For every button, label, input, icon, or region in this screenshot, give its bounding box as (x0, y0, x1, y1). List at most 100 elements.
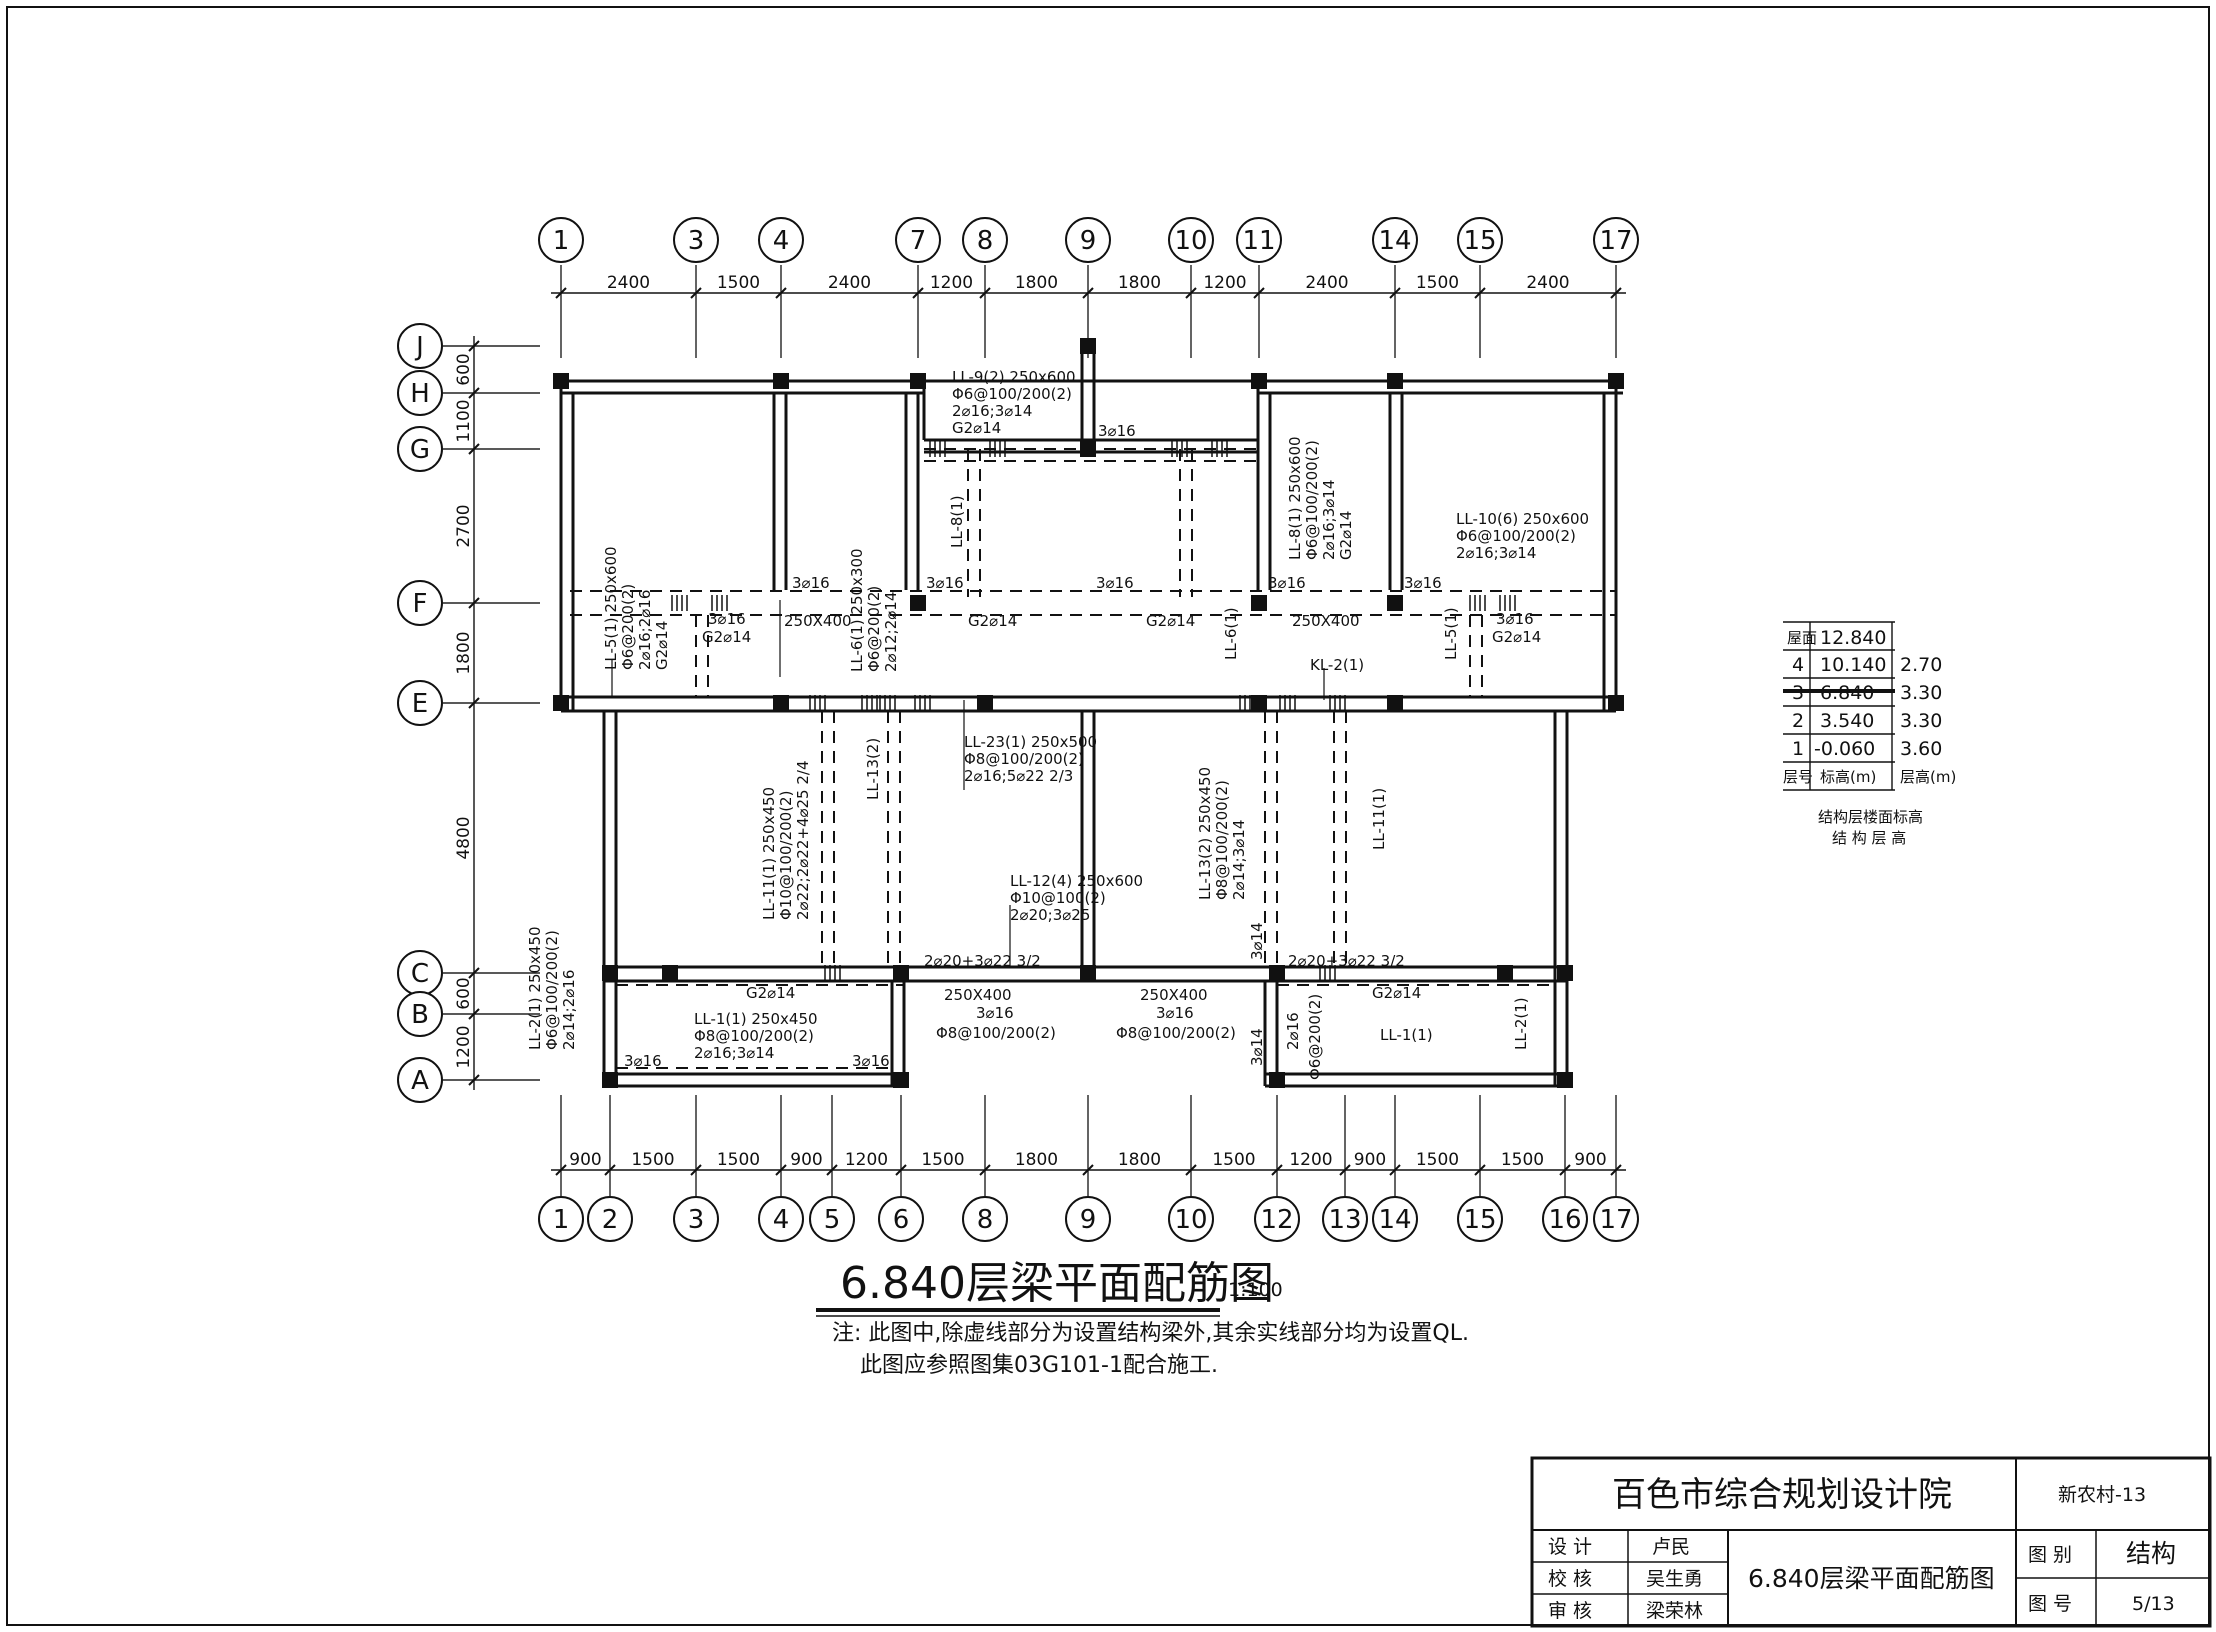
note-line-1: 注: 此图中,除虚线部分为设置结构梁外,其余实线部分均为设置QL. (832, 1321, 1469, 1346)
column-12 (773, 695, 789, 711)
dim-bottom-2: 1500 (717, 1150, 760, 1170)
label-3d16-a: 3⌀16 (792, 574, 830, 592)
axis-label-side-C: C (411, 959, 429, 989)
dim-bottom-3: 900 (790, 1150, 822, 1170)
dim-side-5: 600 (454, 977, 474, 1009)
dim-side-6: 1200 (454, 1025, 474, 1068)
label-3d16-h: 3⌀16 (1496, 610, 1534, 628)
column-10 (1387, 595, 1403, 611)
drawing-scale: 1:100 (1228, 1279, 1283, 1301)
dim-top-0: 2400 (607, 273, 650, 293)
dim-bottom-4: 1200 (845, 1150, 888, 1170)
company-name: 百色市综合规划设计院 (1612, 1475, 1952, 1515)
label-ll2a-0: LL-2(1) 250x450 (526, 926, 544, 1050)
column-6 (1080, 338, 1096, 354)
axis-label-bottom-4: 4 (773, 1205, 790, 1235)
axis-label-bottom-5: 5 (824, 1205, 841, 1235)
axis-label-top-15: 15 (1463, 226, 1496, 256)
dim-top-9: 2400 (1526, 273, 1569, 293)
dim-top-7: 2400 (1305, 273, 1348, 293)
axis-bubble-bottom-12 (1254, 1196, 1300, 1242)
label-stir6-a: Φ6@200(2) (1306, 994, 1324, 1080)
label-3d16-l: 3⌀16 (852, 1052, 890, 1070)
dim-side-3: 1800 (454, 631, 474, 674)
column-8 (910, 595, 926, 611)
axis-bubble-top-10 (1168, 217, 1214, 263)
axis-bubble-bottom-17 (1593, 1196, 1639, 1242)
column-19 (893, 965, 909, 981)
label-ll6a-0: LL-6(1) 250x300 (848, 548, 866, 672)
level-row-1-elev: 10.140 (1820, 654, 1886, 676)
tb-name-check: 吴生勇 (1646, 1568, 1703, 1590)
label-3d14-b: 3⌀14 (1248, 1028, 1266, 1066)
axis-label-bottom-3: 3 (688, 1205, 705, 1235)
label-ll2a-2: 2⌀14;2⌀16 (560, 970, 578, 1050)
label-ll12-2: 2⌀20;3⌀25 (1010, 906, 1090, 924)
label-ll9-0: LL-9(2) 250x600 (952, 368, 1076, 386)
label-g2-d: G2⌀14 (1492, 628, 1541, 646)
level-caption-1: 结构层楼面标高 (1818, 808, 1923, 826)
level-row-0-floor: 屋面 (1787, 629, 1817, 647)
level-row-3-floor: 2 (1792, 710, 1804, 732)
level-row-4-height: 3.60 (1900, 738, 1942, 760)
columns (553, 338, 1624, 1088)
label-3d16-f: 3⌀16 (1098, 422, 1136, 440)
axis-label-top-8: 8 (977, 226, 994, 256)
axis-label-top-1: 1 (553, 226, 570, 256)
axis-label-side-F: F (413, 589, 428, 619)
dim-top-2: 2400 (828, 273, 871, 293)
axis-bubble-bottom-1 (538, 1196, 584, 1242)
label-ll8b-3: G2⌀14 (1337, 511, 1355, 560)
axis-bubble-bottom-13 (1322, 1196, 1368, 1242)
level-header-height: 层高(m) (1900, 768, 1956, 786)
label-250x400-b: 250X400 (1292, 612, 1360, 630)
axis-bubble-bottom-9 (1065, 1196, 1111, 1242)
drawing-frame (6, 6, 2210, 1626)
dim-top-3: 1200 (930, 273, 973, 293)
label-ll13b-2: 2⌀14;3⌀14 (1230, 820, 1248, 900)
axis-label-bottom-16: 16 (1548, 1205, 1581, 1235)
column-14 (1251, 695, 1267, 711)
column-18 (662, 965, 678, 981)
axis-label-bottom-13: 13 (1328, 1205, 1361, 1235)
axis-bubble-bottom-10 (1168, 1196, 1214, 1242)
label-3d16-g: 3⌀16 (708, 610, 746, 628)
axis-bubble-bottom-15 (1457, 1196, 1503, 1242)
label-ll23-2: 2⌀16;5⌀22 2/3 (964, 767, 1073, 785)
dim-bottom-7: 1800 (1118, 1150, 1161, 1170)
level-row-2-height: 3.30 (1900, 682, 1942, 704)
column-22 (1497, 965, 1513, 981)
axis-label-bottom-12: 12 (1260, 1205, 1293, 1235)
axis-bubble-side-E (397, 680, 443, 726)
label-ll2b: LL-2(1) (1512, 997, 1530, 1050)
dim-bottom-0: 900 (569, 1150, 601, 1170)
tb-number-value: 5/13 (2132, 1593, 2175, 1615)
label-ll12-0: LL-12(4) 250x600 (1010, 872, 1143, 890)
label-ll6a-1: Φ6@200(2) (865, 586, 883, 672)
column-24 (602, 1072, 618, 1088)
dim-top-1: 1500 (717, 273, 760, 293)
label-ll10-1: Φ6@100/200(2) (1456, 527, 1576, 545)
dim-top-8: 1500 (1416, 273, 1459, 293)
label-ll5b: LL-5(1) (1442, 607, 1460, 660)
axis-bubble-bottom-4 (758, 1196, 804, 1242)
label-ll6b: LL-6(1) (1222, 607, 1240, 660)
level-row-1-height: 2.70 (1900, 654, 1942, 676)
level-header-elev: 标高(m) (1820, 768, 1876, 786)
axis-label-bottom-10: 10 (1174, 1205, 1207, 1235)
label-g2-b: G2⌀14 (1146, 612, 1195, 630)
column-27 (1557, 1072, 1573, 1088)
axis-bubble-top-8 (962, 217, 1008, 263)
label-250x400-a: 250X400 (784, 612, 852, 630)
label-ll8b-2: 2⌀16;3⌀14 (1320, 480, 1338, 560)
drawing-title: 6.840层梁平面配筋图 (840, 1258, 1274, 1309)
note-line-2: 此图应参照图集03G101-1配合施工. (860, 1353, 1218, 1378)
label-3d16-d: 3⌀16 (1268, 574, 1306, 592)
label-stir8-a: Φ8@100/200(2) (936, 1024, 1056, 1042)
dim-bottom-1: 1500 (631, 1150, 674, 1170)
dim-top-5: 1800 (1118, 273, 1161, 293)
label-ll6a-2: 2⌀12;2⌀14 (882, 592, 900, 672)
tb-name-design: 卢民 (1652, 1536, 1690, 1558)
level-row-1-floor: 4 (1792, 654, 1804, 676)
axis-bubble-side-B (397, 991, 443, 1037)
